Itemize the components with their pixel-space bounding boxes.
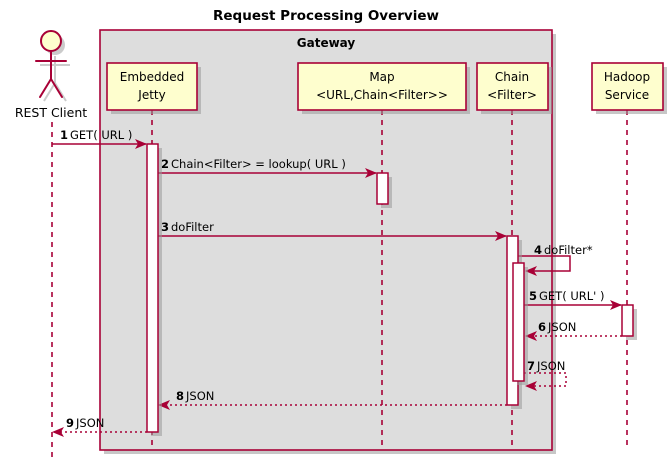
- activation-chain-nested: [512, 262, 525, 382]
- message-8-label: JSON: [185, 389, 214, 403]
- participant-label-line1: Chain: [495, 70, 529, 84]
- message-4-label: doFilter*: [544, 243, 593, 257]
- activation-hadoop-service: [621, 304, 634, 337]
- participant-hadoop-service[interactable]: Hadoop Service: [591, 62, 667, 114]
- activation-embedded-jetty: [146, 143, 159, 433]
- participant-chain[interactable]: Chain <Filter>: [476, 62, 552, 114]
- message-1-number: 1: [60, 128, 68, 142]
- actor-label: REST Client: [15, 105, 87, 120]
- message-7: 7 JSON: [524, 359, 567, 391]
- message-2: 2 Chain<Filter> = lookup( URL ): [158, 157, 377, 178]
- participant-label-line2: <URL,Chain<Filter>>: [316, 88, 448, 102]
- message-3-number: 3: [161, 220, 169, 234]
- message-6-label: JSON: [547, 320, 576, 334]
- participant-label-line1: Map: [369, 70, 394, 84]
- message-5: 5 GET( URL' ): [524, 289, 622, 310]
- message-1-label: GET( URL ): [70, 128, 132, 142]
- message-8: 8 JSON: [158, 389, 507, 410]
- message-1: 1 GET( URL ): [52, 128, 147, 149]
- actor-right-leg-icon: [50, 78, 63, 98]
- message-8-number: 8: [176, 389, 184, 403]
- diagram-title: Request Processing Overview: [213, 8, 439, 24]
- message-4-number: 4: [534, 243, 542, 257]
- participant-embedded-jetty[interactable]: Embedded Jetty: [106, 62, 201, 114]
- message-2-label: Chain<Filter> = lookup( URL ): [171, 157, 346, 171]
- message-7-label: JSON: [536, 359, 565, 373]
- actor-head-icon: [40, 30, 62, 52]
- activation-map: [376, 172, 389, 205]
- message-5-label: GET( URL' ): [539, 289, 604, 303]
- message-9: 9 JSON: [52, 416, 147, 437]
- actor-rest-client[interactable]: REST Client: [15, 30, 87, 120]
- message-2-number: 2: [161, 157, 169, 171]
- message-4: 4 doFilter*: [518, 243, 593, 276]
- participant-label-line2: Jetty: [137, 88, 165, 102]
- message-3: 3 doFilter: [158, 220, 507, 241]
- message-9-number: 9: [66, 416, 74, 430]
- message-5-number: 5: [529, 289, 537, 303]
- message-7-number: 7: [527, 359, 535, 373]
- message-3-label: doFilter: [171, 220, 214, 234]
- activation-bars: [146, 143, 637, 436]
- participant-label-line1: Hadoop: [604, 70, 650, 84]
- participant-map[interactable]: Map <URL,Chain<Filter>>: [297, 62, 470, 114]
- message-9-label: JSON: [75, 416, 104, 430]
- message-6: 6 JSON: [525, 320, 622, 341]
- participant-label-line2: <Filter>: [487, 88, 537, 102]
- message-6-number: 6: [538, 320, 546, 334]
- group-title-label: Gateway: [297, 36, 356, 50]
- participant-label-line2: Service: [605, 88, 649, 102]
- actor-left-leg-icon: [39, 78, 52, 98]
- participant-label-line1: Embedded: [120, 70, 185, 84]
